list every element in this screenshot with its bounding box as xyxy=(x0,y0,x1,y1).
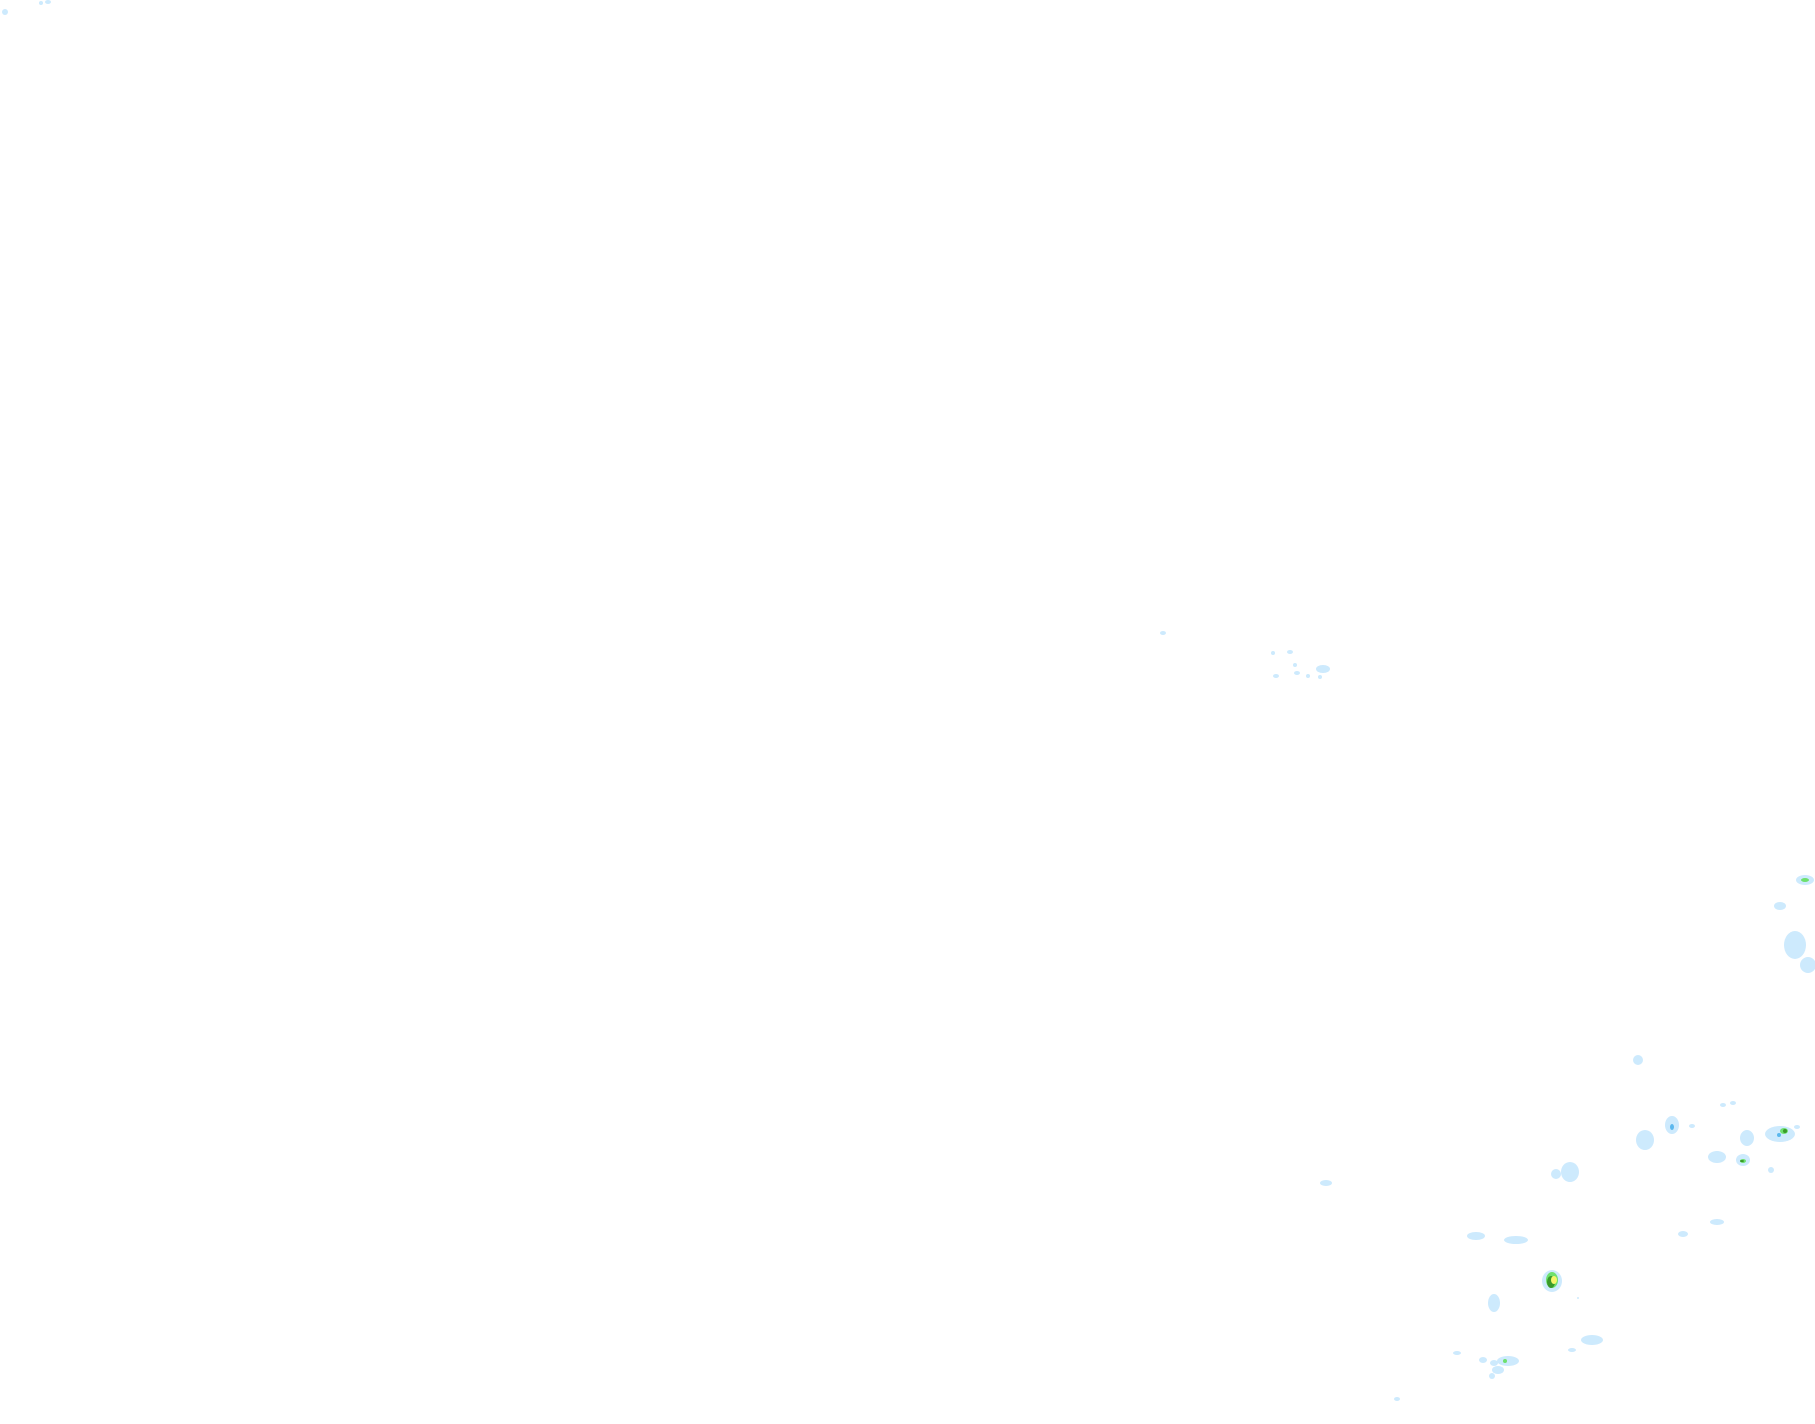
precipitation-cell-light xyxy=(39,1,43,5)
precipitation-cell-light xyxy=(1577,1297,1579,1299)
precipitation-cell-moderate xyxy=(1670,1124,1674,1130)
precipitation-cell-light xyxy=(1794,1125,1800,1129)
precipitation-cell-moderate xyxy=(1777,1133,1781,1137)
precipitation-cell-intense xyxy=(1551,1276,1557,1284)
precipitation-cell-light xyxy=(1636,1130,1654,1150)
precipitation-cell-light xyxy=(1160,631,1166,635)
precipitation-cell-light xyxy=(1708,1151,1726,1163)
precipitation-cell-light xyxy=(1710,1219,1724,1225)
precipitation-cell-light xyxy=(1800,957,1815,973)
precipitation-cell-light xyxy=(1318,675,1322,679)
precipitation-cell-very-heavy xyxy=(1740,1160,1744,1162)
precipitation-cell-light xyxy=(45,0,51,4)
precipitation-cell-light xyxy=(1768,1167,1774,1173)
precipitation-cell-light xyxy=(1730,1101,1736,1105)
precipitation-cell-light xyxy=(1568,1348,1576,1352)
precipitation-cell-light xyxy=(1689,1124,1695,1128)
precipitation-cell-light xyxy=(1287,650,1293,654)
precipitation-cell-light xyxy=(1293,663,1297,667)
precipitation-cell-light xyxy=(1394,1397,1400,1401)
precipitation-cell-heavy xyxy=(1503,1359,1507,1363)
precipitation-cell-light xyxy=(1273,674,1279,678)
precipitation-cell-light xyxy=(1306,674,1310,678)
precipitation-cell-light xyxy=(1488,1294,1500,1312)
precipitation-cell-light xyxy=(1479,1357,1487,1363)
precipitation-cell-light xyxy=(1633,1055,1643,1065)
precipitation-cell-light xyxy=(1581,1335,1603,1345)
precipitation-cell-light xyxy=(1453,1351,1461,1355)
precipitation-cell-light xyxy=(1551,1169,1561,1179)
precipitation-cell-light xyxy=(1784,931,1806,959)
precipitation-cell-very-heavy xyxy=(1783,1129,1787,1133)
precipitation-cell-light xyxy=(1740,1130,1754,1146)
precipitation-cell-light xyxy=(1774,902,1786,910)
precipitation-cell-light xyxy=(1316,665,1330,673)
precipitation-cell-light xyxy=(1467,1232,1485,1240)
precipitation-cell-light xyxy=(1561,1162,1579,1182)
precipitation-cell-light xyxy=(1294,671,1300,675)
precipitation-cell-light xyxy=(1497,1356,1519,1366)
precipitation-cell-light xyxy=(1490,1360,1498,1366)
precipitation-cell-light xyxy=(1492,1366,1504,1374)
precipitation-cell-light xyxy=(1720,1103,1726,1107)
precipitation-cell-light xyxy=(1489,1373,1495,1379)
precipitation-cell-light xyxy=(2,9,8,15)
precipitation-cell-light xyxy=(1504,1236,1528,1244)
precipitation-cell-light xyxy=(1320,1180,1332,1186)
precipitation-cell-heavy xyxy=(1801,878,1809,882)
precipitation-cell-light xyxy=(1678,1231,1688,1237)
precipitation-cell-light xyxy=(1271,651,1275,655)
